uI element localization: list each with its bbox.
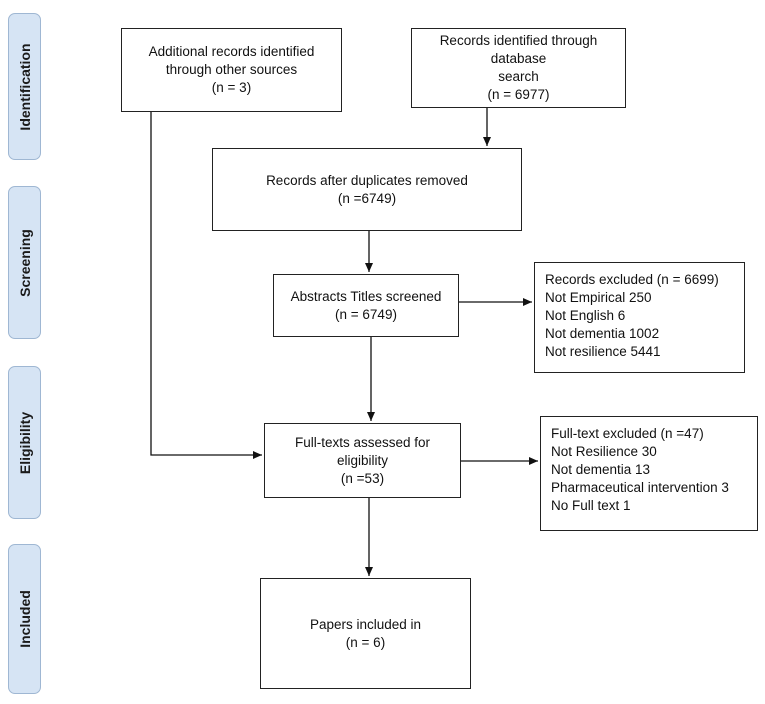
database-records-count: (n = 6977) [487, 87, 550, 102]
fulltext-excluded-title: Full-text excluded (n =47) [551, 426, 704, 441]
records-excluded-item: Not resilience 5441 [545, 344, 661, 359]
records-excluded-title: Records excluded (n = 6699) [545, 272, 719, 287]
duplicates-removed-line-1: Records after duplicates removed [266, 172, 468, 188]
papers-included-box: Papers included in (n = 6) [260, 578, 471, 689]
duplicates-removed-count: (n =6749) [337, 190, 397, 206]
database-records-line-1: Records identified through database [439, 33, 598, 66]
phase-included-label: Included [16, 590, 33, 648]
abstracts-screened-count: (n = 6749) [335, 306, 397, 322]
papers-included-count: (n = 6) [345, 634, 386, 650]
phase-eligibility-label: Eligibility [16, 411, 33, 474]
phase-identification-label: Identification [16, 42, 33, 131]
fulltext-excluded-item: No Full text 1 [551, 498, 631, 513]
fulltext-assessed-box: Full-texts assessed for eligibility (n =… [264, 423, 461, 498]
duplicates-removed-box: Records after duplicates removed (n =674… [212, 148, 522, 231]
fulltext-excluded-item: Not Resilience 30 [551, 444, 657, 459]
additional-records-count: (n = 3) [211, 80, 252, 95]
additional-records-box: Additional records identified through ot… [121, 28, 342, 112]
additional-records-line-2: through other sources [165, 62, 298, 77]
fulltext-excluded-item: Not dementia 13 [551, 462, 651, 477]
phase-eligibility: Eligibility [8, 366, 41, 519]
phase-identification: Identification [8, 13, 41, 160]
records-excluded-item: Not Empirical 250 [545, 290, 652, 305]
database-records-box: Records identified through database sear… [411, 28, 626, 108]
fulltext-assessed-line-1: Full-texts assessed for [294, 434, 431, 450]
phase-included: Included [8, 544, 41, 694]
fulltext-assessed-count: (n =53) [340, 470, 385, 486]
records-excluded-item: Not dementia 1002 [545, 326, 660, 341]
abstracts-screened-line-1: Abstracts Titles screened [290, 288, 442, 304]
records-excluded-item: Not English 6 [545, 308, 626, 323]
arrow-additional-to-fulltext [150, 112, 262, 459]
fulltext-excluded-box: Full-text excluded (n =47) Not Resilienc… [540, 416, 758, 531]
database-records-line-2: search [498, 69, 539, 84]
fulltext-excluded-item: Pharmaceutical intervention 3 [551, 480, 729, 495]
papers-included-line-1: Papers included in [309, 616, 422, 632]
abstracts-screened-box: Abstracts Titles screened (n = 6749) [273, 274, 459, 337]
phase-screening-label: Screening [16, 228, 33, 297]
records-excluded-box: Records excluded (n = 6699) Not Empirica… [534, 262, 745, 373]
additional-records-line-1: Additional records identified [148, 44, 315, 59]
phase-screening: Screening [8, 186, 41, 339]
fulltext-assessed-line-2: eligibility [336, 452, 389, 468]
